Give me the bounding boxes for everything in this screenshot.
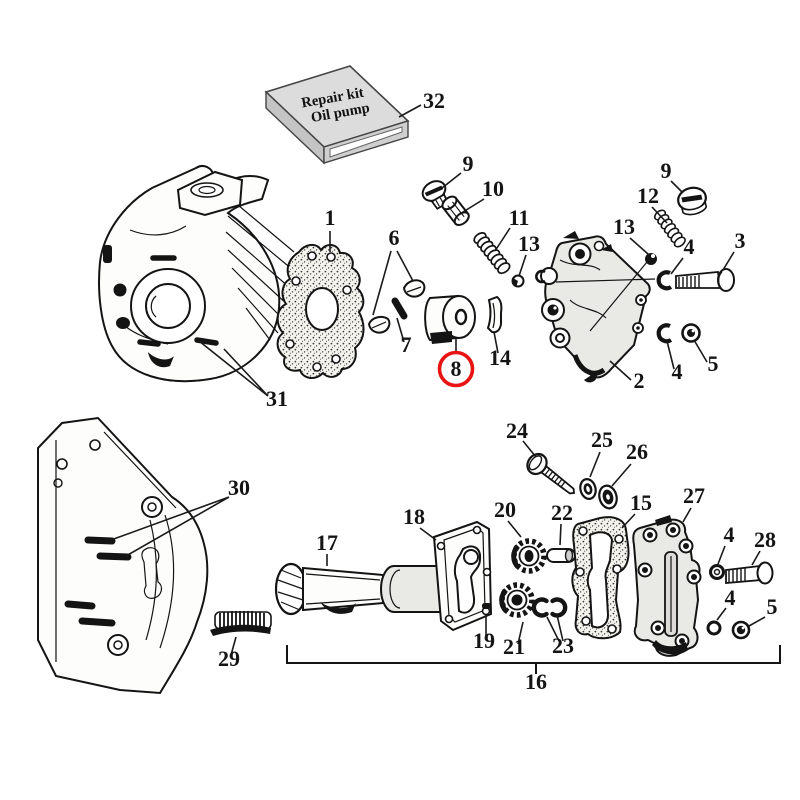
- callout-7: 7: [401, 332, 412, 357]
- repair-kit-box: Repair kit Oil pump: [264, 65, 410, 165]
- stud-slots-30: [64, 536, 132, 627]
- callout-27: 27: [683, 483, 705, 508]
- seal-part-26: [598, 484, 618, 510]
- callout-30: 30: [228, 475, 250, 500]
- gear-part-20: [511, 538, 547, 574]
- nut-part-5-top: [681, 323, 701, 343]
- callout-19: 19: [473, 628, 495, 653]
- ball-part-13-left: [511, 274, 525, 288]
- key-part-19: [482, 603, 491, 609]
- callout-13: 13: [613, 214, 635, 239]
- callout-5: 5: [708, 351, 719, 376]
- callout-16: 16: [525, 669, 547, 694]
- key-part-14: [486, 295, 503, 334]
- cap-part-10: [441, 195, 470, 226]
- crankcase-upper: [98, 165, 295, 383]
- pump-body-part-18: [380, 520, 493, 632]
- callout-18: 18: [403, 504, 425, 529]
- callout-32: 32: [423, 88, 445, 113]
- washer-part-4-bottom: [706, 620, 722, 636]
- woodruff-keys-part-6: [367, 279, 426, 334]
- callout-17: 17: [316, 530, 338, 555]
- cylinder-fins: [225, 199, 295, 341]
- callout-22: 22: [551, 500, 573, 525]
- callout-12: 12: [637, 183, 659, 208]
- gasket-part-15: [571, 516, 630, 640]
- callout-23: 23: [552, 633, 574, 658]
- spring-part-11: [473, 232, 511, 275]
- callout-5: 5: [767, 594, 778, 619]
- pin-part-7: [391, 297, 408, 320]
- spring-part-12: [653, 209, 686, 248]
- callout-9: 9: [661, 158, 672, 183]
- callout-24: 24: [506, 418, 528, 443]
- callout-11: 11: [509, 205, 530, 230]
- screw-part-24: [526, 452, 576, 495]
- plug-part-9-left: [421, 180, 449, 210]
- callout-2: 2: [634, 368, 645, 393]
- callout-3: 3: [735, 228, 746, 253]
- assembly-axis-lines: [555, 261, 656, 332]
- callout-4: 4: [724, 522, 735, 547]
- callout-6: 6: [389, 225, 400, 250]
- callout-28: 28: [754, 527, 776, 552]
- snap-rings-part-23: [531, 597, 568, 618]
- callout-29: 29: [218, 646, 240, 671]
- callout-4: 4: [684, 234, 695, 259]
- callout-15: 15: [630, 490, 652, 515]
- drive-gear-part-8: [424, 294, 476, 344]
- callout-8-highlighted: 8: [451, 356, 462, 381]
- bracket-16: [286, 645, 781, 674]
- washer-part-25: [579, 478, 597, 500]
- callout-9: 9: [463, 151, 474, 176]
- nut-part-5-bottom: [731, 620, 751, 640]
- ball-part-13-right: [645, 253, 657, 265]
- crankcase-lower: [37, 416, 209, 695]
- callout-1: 1: [325, 205, 336, 230]
- washer-part-4-right: [709, 564, 725, 580]
- bolt-part-3: [675, 268, 735, 292]
- callout-25: 25: [591, 427, 613, 452]
- bolt-part-28: [725, 561, 774, 585]
- pin-part-22: [546, 548, 576, 563]
- callout-4: 4: [725, 585, 736, 610]
- pump-cover-part-2: [535, 231, 651, 383]
- highlight-circle-part-8: [437, 350, 475, 388]
- callout-21: 21: [503, 634, 525, 659]
- leader-lines: [110, 104, 766, 656]
- callout-14: 14: [489, 345, 511, 370]
- callout-10: 10: [482, 176, 504, 201]
- gear-part-21: [499, 582, 535, 618]
- gasket-part-1: [276, 244, 365, 379]
- callout-31: 31: [266, 386, 288, 411]
- cover-part-27: [632, 515, 702, 657]
- lockwasher-part-4-mid: [656, 323, 673, 344]
- callout-13: 13: [518, 231, 540, 256]
- callout-4: 4: [672, 359, 683, 384]
- lockwasher-part-4-top: [656, 270, 673, 291]
- callout-20: 20: [494, 497, 516, 522]
- sprocket-part-29: [210, 611, 272, 636]
- plug-part-9-right: [677, 186, 708, 216]
- callout-26: 26: [626, 439, 648, 464]
